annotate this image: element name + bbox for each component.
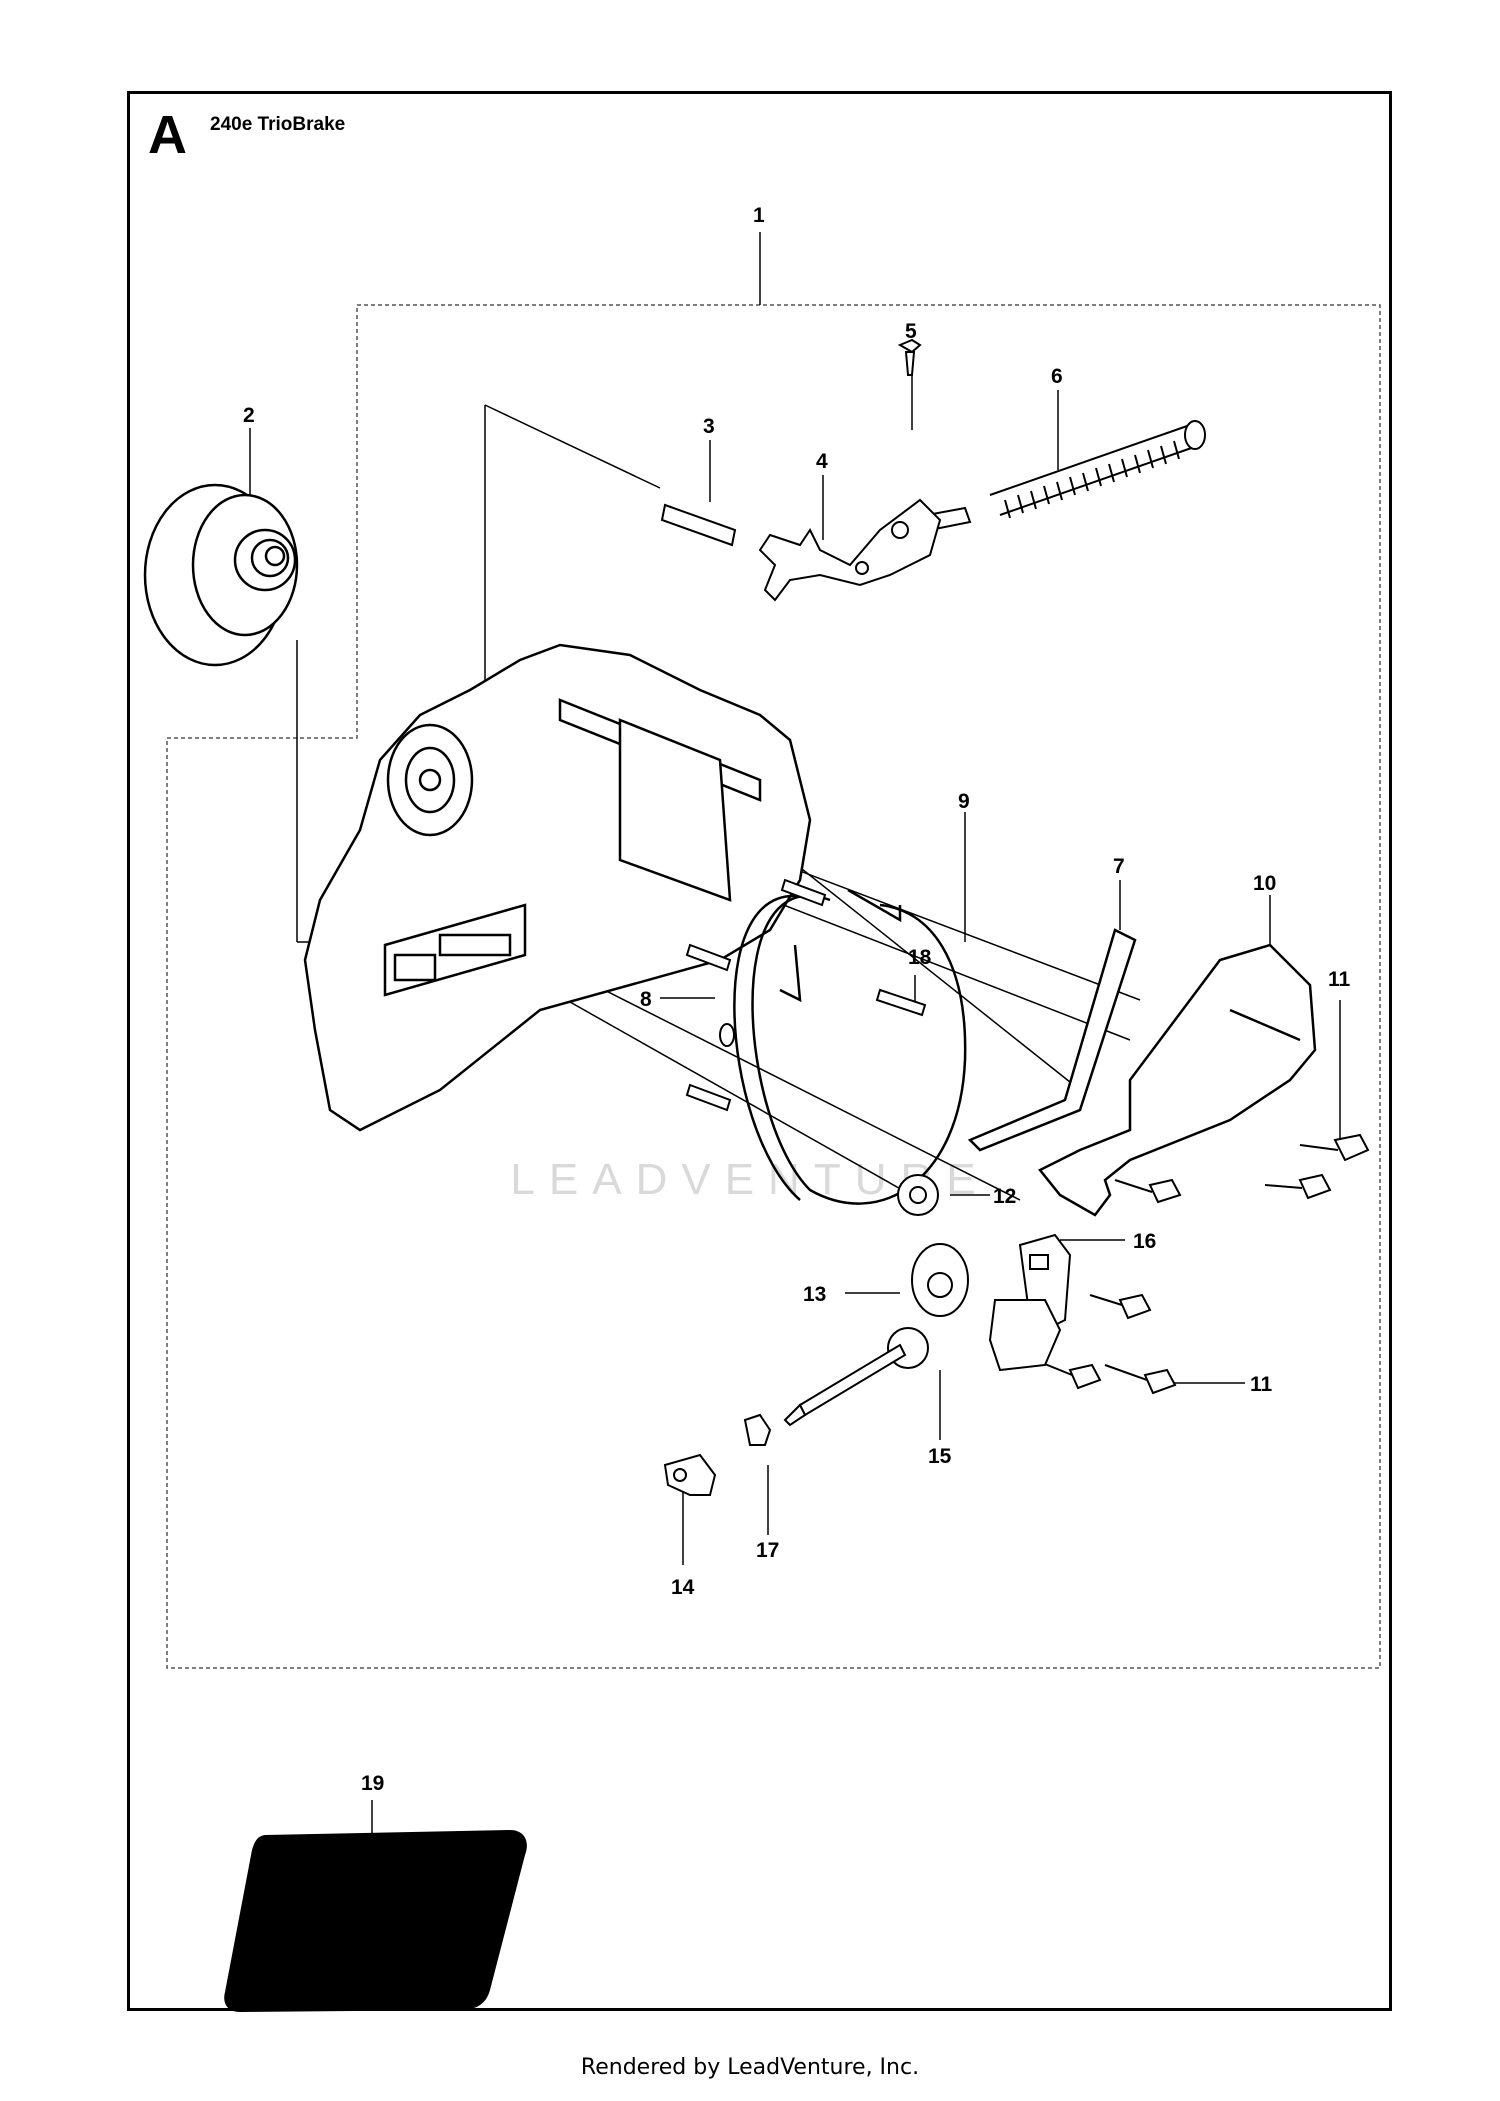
footer-credit: Rendered by LeadVenture, Inc. bbox=[580, 2055, 920, 2080]
brake-spring-part bbox=[989, 420, 1206, 519]
callout-6: 6 bbox=[1051, 365, 1063, 388]
assembly-group-outline bbox=[166, 304, 1381, 1669]
callout-5: 5 bbox=[905, 320, 917, 343]
callout-labels: 1 2 3 4 5 6 7 8 9 10 11 12 13 14 15 16 1… bbox=[243, 204, 1351, 1795]
leader-lines bbox=[249, 232, 1341, 1835]
diagram-title: 240e TrioBrake bbox=[210, 114, 346, 135]
callout-3: 3 bbox=[703, 415, 715, 438]
callout-17: 17 bbox=[756, 1539, 779, 1562]
chain-brake-housing bbox=[303, 643, 812, 1132]
callout-2: 2 bbox=[243, 404, 255, 427]
screws bbox=[1034, 1133, 1370, 1395]
callout-15: 15 bbox=[928, 1445, 952, 1468]
diagram-frame bbox=[127, 91, 1392, 2011]
callout-11b: 11 bbox=[1250, 1373, 1273, 1396]
chain-tensioner-gears bbox=[783, 1174, 969, 1427]
callout-19: 19 bbox=[361, 1772, 384, 1795]
callout-16: 16 bbox=[1133, 1230, 1156, 1253]
section-letter: A bbox=[148, 105, 187, 165]
brake-band-part bbox=[733, 888, 967, 1205]
brake-lever-part bbox=[967, 928, 1317, 1217]
callout-14: 14 bbox=[671, 1576, 695, 1599]
decal-part bbox=[224, 1830, 527, 2012]
callout-9: 9 bbox=[958, 790, 970, 813]
callout-4: 4 bbox=[816, 450, 828, 473]
callout-12: 12 bbox=[993, 1185, 1016, 1208]
tensioner-housing bbox=[988, 1233, 1072, 1372]
callout-8: 8 bbox=[640, 988, 652, 1011]
brake-link-part bbox=[758, 338, 942, 602]
callout-10: 10 bbox=[1253, 872, 1276, 895]
small-clips bbox=[663, 1413, 772, 1496]
callout-7: 7 bbox=[1113, 855, 1125, 878]
callout-11a: 11 bbox=[1328, 968, 1351, 991]
clutch-cover-part bbox=[143, 483, 299, 667]
callout-13: 13 bbox=[803, 1283, 826, 1306]
callout-1: 1 bbox=[753, 204, 765, 227]
callout-18: 18 bbox=[908, 946, 932, 969]
